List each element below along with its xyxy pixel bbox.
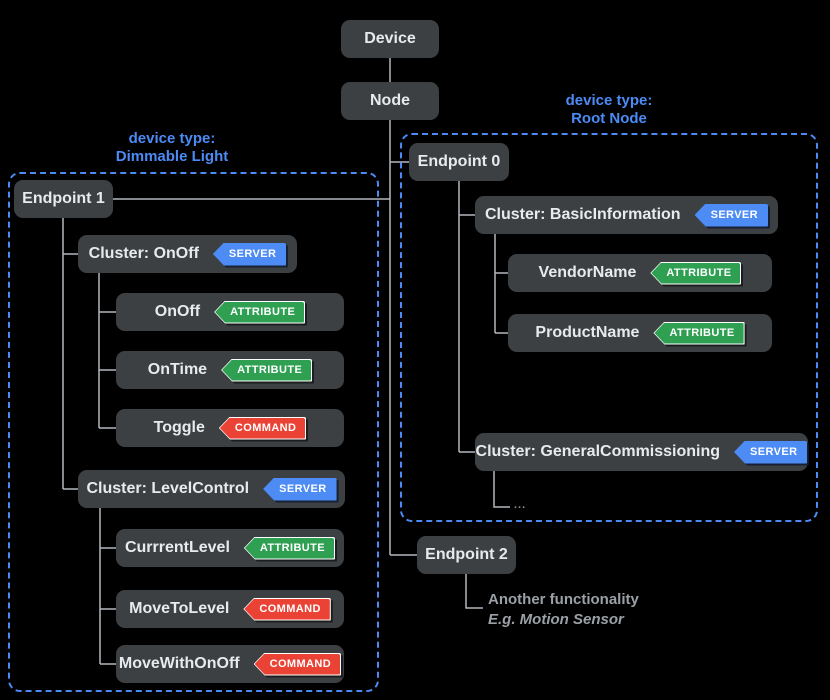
attribute-badge: ATTRIBUTE [214,300,306,324]
cluster-basicinformation-label: Cluster: BasicInformation [484,206,681,223]
cluster-onoff-box: Cluster: OnOff SERVER [78,235,297,273]
attribute-ontime-box: OnTime ATTRIBUTE [116,351,344,389]
endpoint-2-note: Another functionality E.g. Motion Sensor [488,590,639,630]
cluster-levelcontrol-box: Cluster: LevelControl SERVER [78,470,345,508]
device-label: Device [364,30,416,47]
attribute-badge: ATTRIBUTE [243,536,336,560]
currrentlevel-label: CurrrentLevel [124,539,230,556]
server-badge: SERVER [734,440,808,464]
note-line2: E.g. Motion Sensor [488,611,624,628]
caption-line1: device type: [565,92,653,109]
dimmable-light-group-border [8,172,379,692]
cluster-levelcontrol-label: Cluster: LevelControl [86,480,250,497]
command-badge: COMMAND [243,597,331,621]
root-node-group-border [400,133,818,522]
attribute-vendorname-box: VendorName ATTRIBUTE [508,254,772,292]
dimmable-light-caption: device type: Dimmable Light [72,130,272,166]
endpoint-0-box: Endpoint 0 [409,143,509,181]
productname-label: ProductName [535,324,640,341]
caption-line1: device type: [128,130,216,147]
command-badge: COMMAND [253,652,342,676]
command-movewithonoff-box: MoveWithOnOff COMMAND [116,645,344,683]
attribute-productname-box: ProductName ATTRIBUTE [508,314,772,352]
movewithonoff-label: MoveWithOnOff [118,655,240,672]
vendorname-label: VendorName [538,264,637,281]
movetolevel-label: MoveToLevel [129,600,230,617]
more-indicator: ... [514,499,527,511]
device-box: Device [341,20,439,58]
command-badge: COMMAND [218,416,307,440]
caption-line2: Dimmable Light [115,148,229,165]
command-movetolevel-box: MoveToLevel COMMAND [116,590,344,628]
ontime-label: OnTime [147,361,208,378]
note-line1: Another functionality [488,591,639,608]
endpoint-1-box: Endpoint 1 [14,180,113,218]
attribute-badge: ATTRIBUTE [221,358,313,382]
onoff-label: OnOff [154,303,201,320]
cluster-generalcommissioning-box: Cluster: GeneralCommissioning SERVER [475,433,808,471]
attribute-badge: ATTRIBUTE [650,261,742,285]
cluster-onoff-label: Cluster: OnOff [88,245,199,262]
cluster-generalcommissioning-label: Cluster: GeneralCommissioning [475,443,721,460]
attribute-onoff-box: OnOff ATTRIBUTE [116,293,344,331]
endpoint-1-label: Endpoint 1 [22,190,105,207]
server-badge: SERVER [212,242,287,266]
attribute-currrentlevel-box: CurrrentLevel ATTRIBUTE [116,529,344,567]
caption-line2: Root Node [571,110,647,127]
command-toggle-box: Toggle COMMAND [116,409,344,447]
server-badge: SERVER [263,477,337,501]
endpoint-2-label: Endpoint 2 [425,546,508,563]
toggle-label: Toggle [153,419,205,436]
root-node-caption: device type: Root Node [509,92,709,128]
endpoint-2-box: Endpoint 2 [417,536,516,574]
endpoint-0-label: Endpoint 0 [417,153,501,170]
cluster-basicinformation-box: Cluster: BasicInformation SERVER [475,196,778,234]
node-label: Node [370,92,410,109]
server-badge: SERVER [694,203,769,227]
node-box: Node [341,82,439,120]
attribute-badge: ATTRIBUTE [653,321,745,345]
